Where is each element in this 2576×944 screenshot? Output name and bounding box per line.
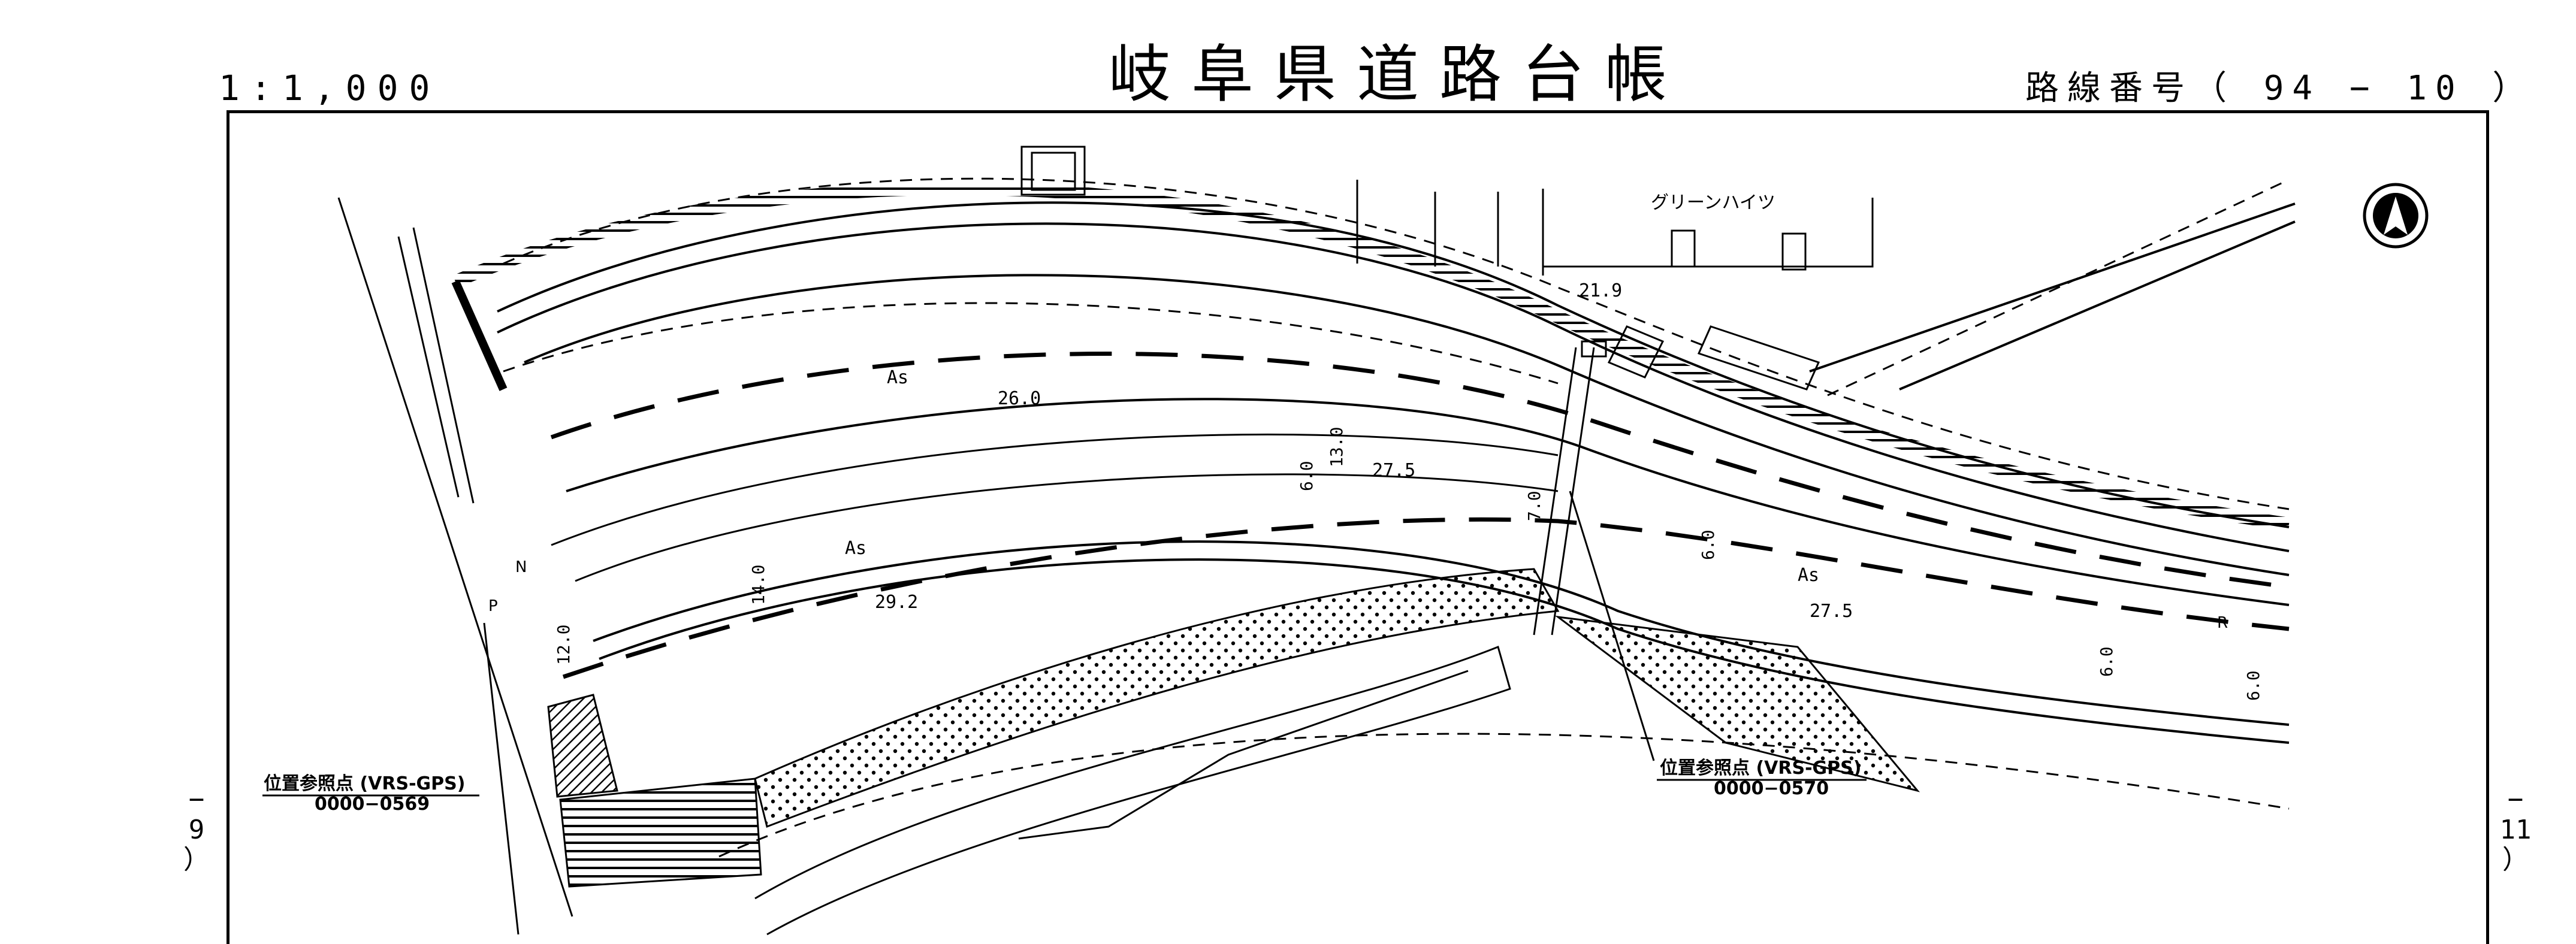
symbol-label: R bbox=[2217, 614, 2228, 632]
side-road-northeast bbox=[1809, 202, 2296, 391]
building-label: グリーンハイツ bbox=[1651, 192, 1775, 213]
retaining-wall bbox=[452, 181, 2290, 531]
gravel-area-2 bbox=[1554, 615, 1920, 792]
left-side-road bbox=[337, 197, 573, 935]
ref-point-code: 0000−0569 bbox=[315, 794, 430, 815]
page-marker-right-text: − 11 ） bbox=[2499, 784, 2532, 876]
gravel-area-1 bbox=[754, 568, 1560, 828]
width-label: 6.0 bbox=[1297, 461, 1316, 491]
north-arrow-icon bbox=[2363, 183, 2429, 249]
width-label: 6.0 bbox=[2097, 646, 2116, 677]
page-marker-right: − 11 ） bbox=[2498, 784, 2533, 876]
elevation-label: 21.9 bbox=[1579, 280, 1622, 301]
route-number: 路線番号（ 94 − 10 ） bbox=[2025, 69, 2535, 108]
width-label: 6.0 bbox=[1698, 530, 1718, 560]
symbol-label: P bbox=[488, 597, 498, 615]
width-label: 7.0 bbox=[1524, 491, 1544, 521]
ref-point-label: 位置参照点 (VRS-GPS) bbox=[264, 773, 465, 794]
ref-point-label: 位置参照点 (VRS-GPS) bbox=[1660, 758, 1861, 779]
page-marker-left: − 9 ） bbox=[179, 784, 215, 876]
ref-point-leaders bbox=[262, 779, 1867, 797]
width-label: 6.0 bbox=[2243, 670, 2263, 701]
pavement-label: As bbox=[845, 538, 866, 559]
slope-ticks-north bbox=[551, 434, 1559, 582]
page-marker-left-text: − 9 ） bbox=[183, 784, 210, 876]
elevation-label: 29.2 bbox=[875, 592, 918, 613]
elevation-label: 27.5 bbox=[1372, 460, 1415, 481]
page-title: 岐阜県道路台帳 bbox=[1109, 38, 1688, 111]
width-label: 14.0 bbox=[748, 565, 768, 605]
elevation-label: 27.5 bbox=[1810, 601, 1853, 622]
pavement-label: As bbox=[1798, 565, 1819, 586]
symbol-label: N bbox=[515, 558, 527, 576]
striped-area bbox=[559, 777, 762, 888]
pavement-label: As bbox=[887, 367, 908, 388]
south-slopes bbox=[754, 645, 1511, 936]
section-lines bbox=[1533, 347, 1655, 761]
map-scale: 1:1,000 bbox=[219, 68, 441, 108]
map-frame bbox=[227, 110, 2489, 944]
width-label: 13.0 bbox=[1327, 427, 1346, 467]
width-label: 12.0 bbox=[554, 625, 573, 665]
hatched-wedge bbox=[547, 694, 618, 798]
ref-point-code: 0000−0570 bbox=[1714, 778, 1829, 799]
centre-lines bbox=[550, 352, 2290, 679]
property-lines bbox=[503, 177, 2290, 858]
elevation-label: 26.0 bbox=[998, 388, 1041, 409]
